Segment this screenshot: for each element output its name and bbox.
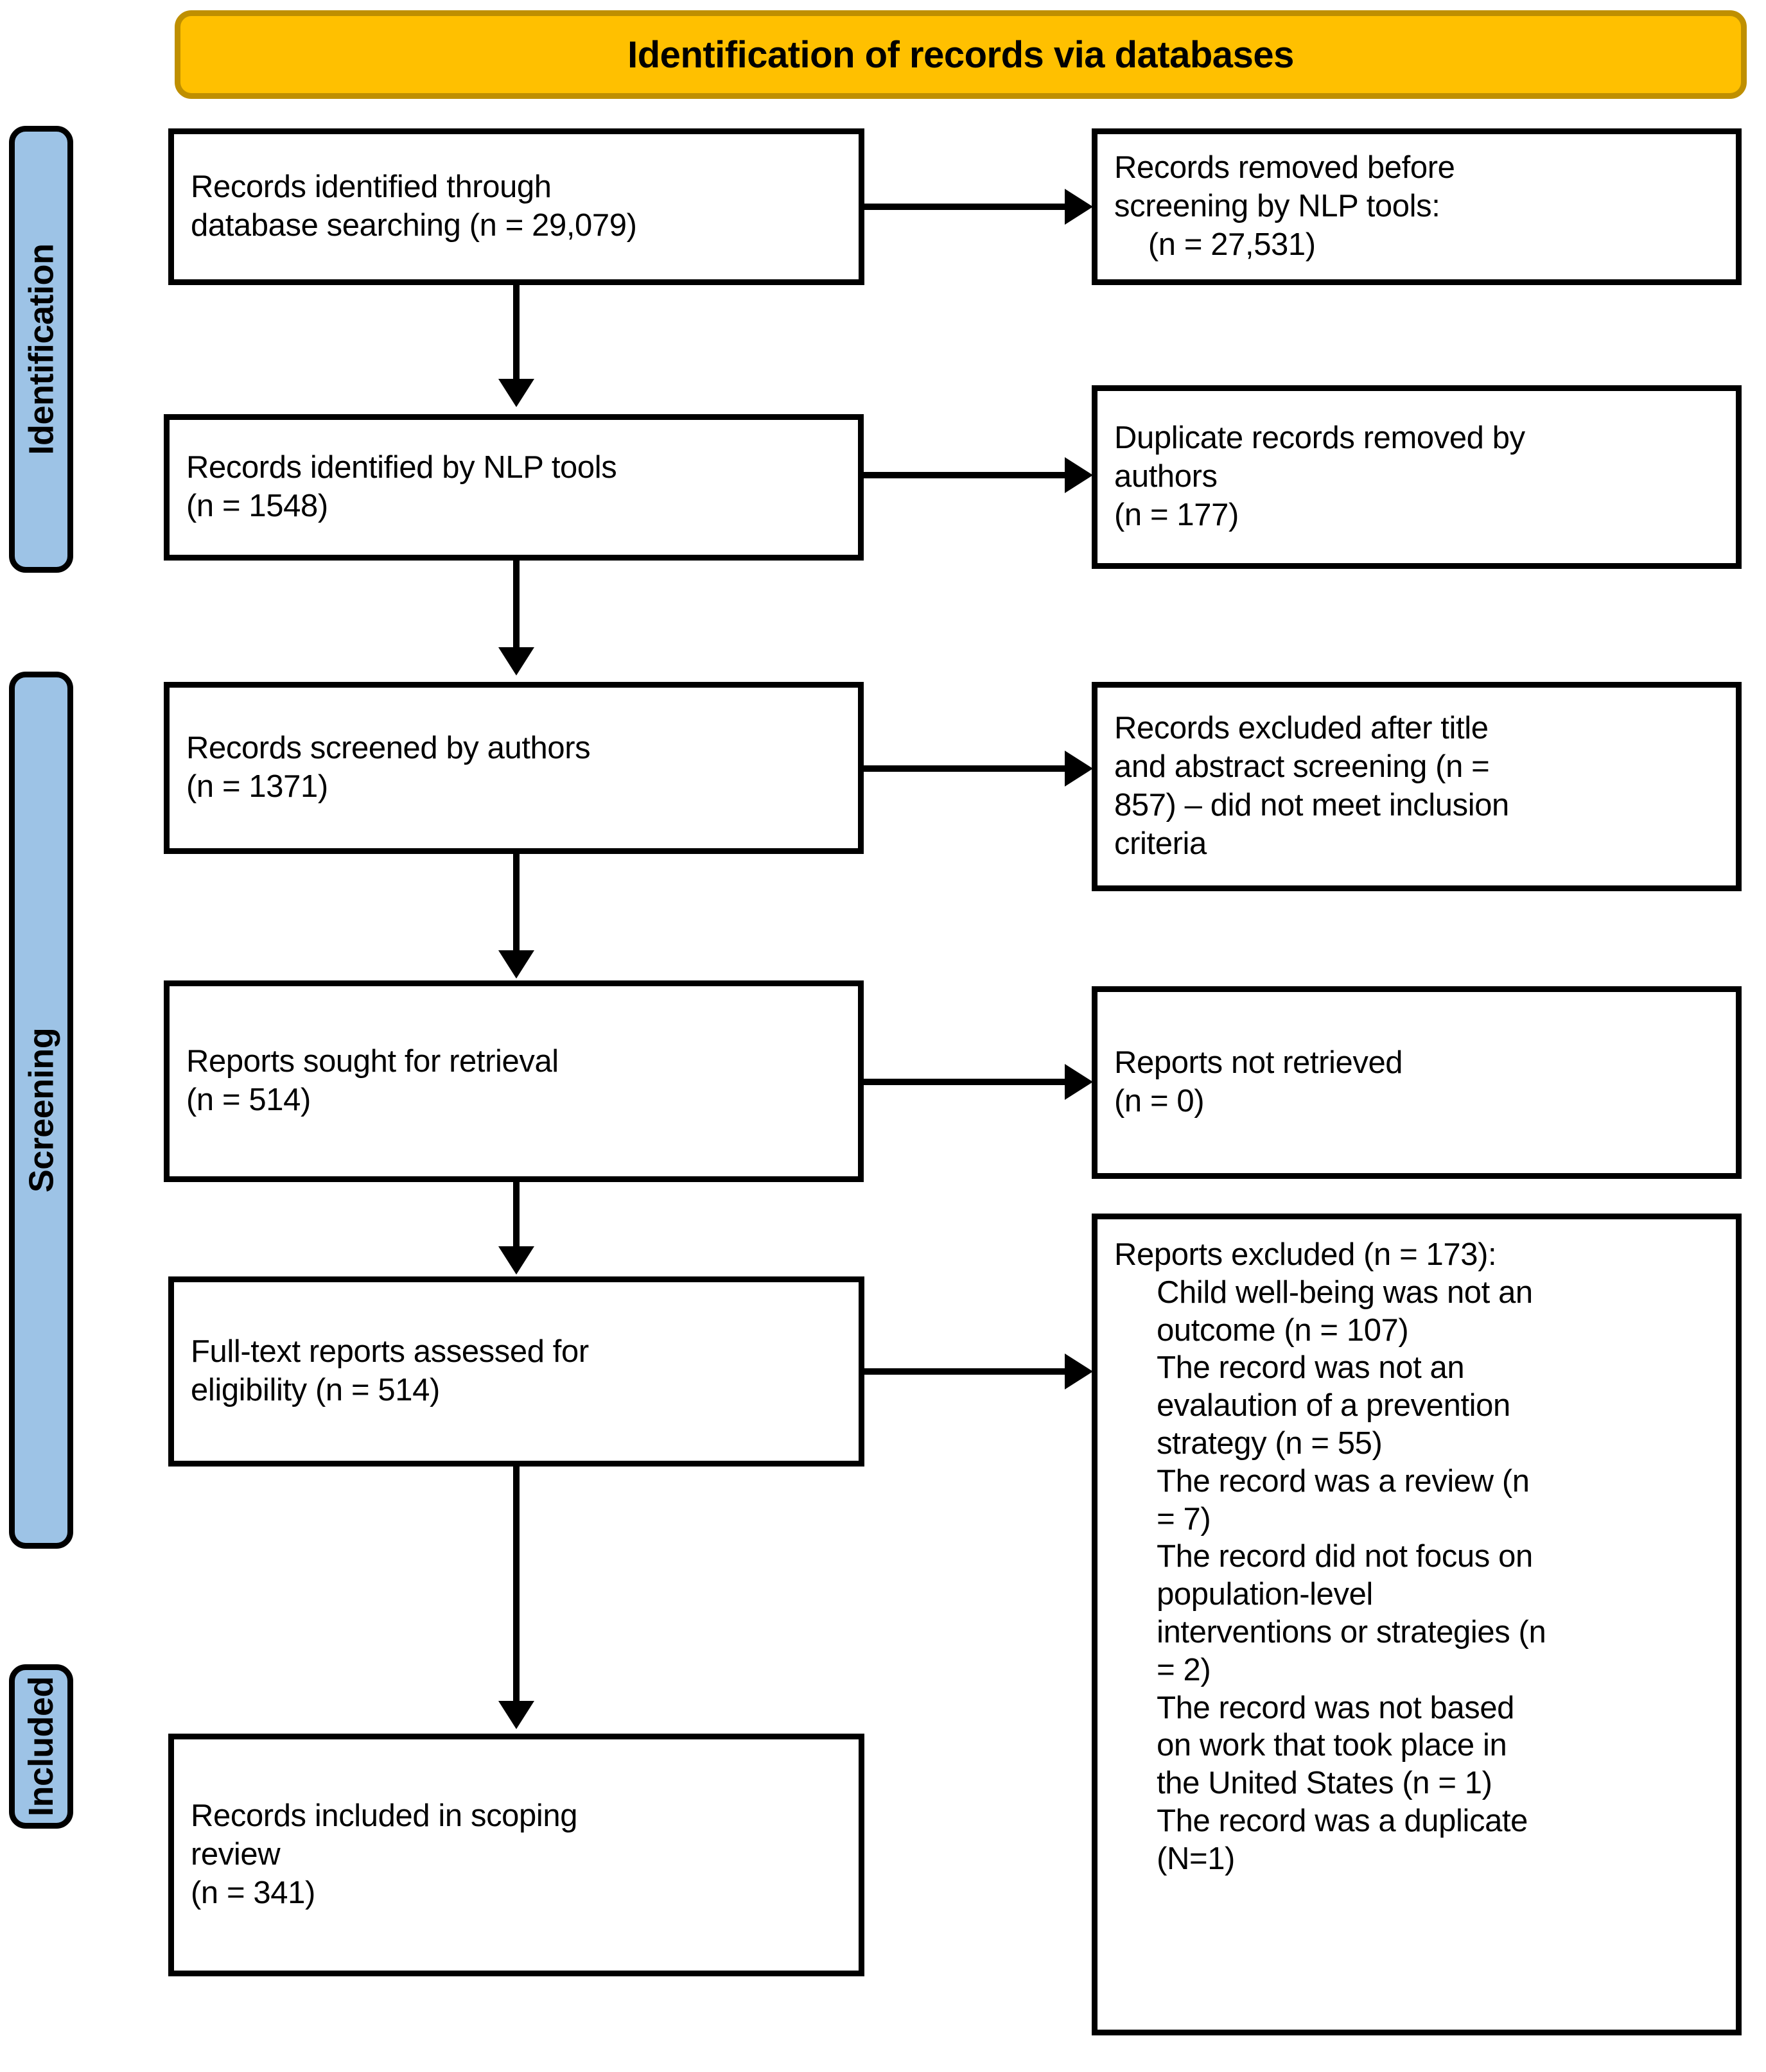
box-records-screened-by-authors-text: Records screened by authors (n = 1371) bbox=[186, 731, 591, 804]
box-reports-not-retrieved-text: Reports not retrieved (n = 0) bbox=[1114, 1045, 1403, 1119]
connector-identified-to-removed bbox=[864, 204, 1065, 210]
box-fulltext-reports-assessed: Full-text reports assessed for eligibili… bbox=[168, 1276, 864, 1467]
connector-fulltext-to-included bbox=[513, 1467, 520, 1701]
box-records-removed-before-screening: Records removed before screening by NLP … bbox=[1092, 128, 1742, 285]
stage-label-identification: Identification bbox=[9, 126, 73, 573]
connector-screened-to-sought bbox=[513, 854, 520, 950]
box-reports-excluded-reasons-text: Reports excluded (n = 173): Child well-b… bbox=[1114, 1237, 1546, 1876]
arrowhead-sought-to-fulltext bbox=[498, 1246, 534, 1275]
box-records-included-scoping-review-text: Records included in scoping review (n = … bbox=[191, 1798, 578, 1910]
arrowhead-nlp-to-duplicates bbox=[1065, 457, 1093, 493]
stage-label-identification-text: Identification bbox=[22, 243, 60, 455]
box-records-removed-before-screening-text: Records removed before screening by NLP … bbox=[1114, 150, 1455, 262]
arrowhead-fulltext-to-excluded bbox=[1065, 1354, 1093, 1389]
connector-sought-to-fulltext bbox=[513, 1182, 520, 1246]
banner-identification-via-databases: Identification of records via databases bbox=[175, 10, 1747, 99]
box-reports-sought-for-retrieval: Reports sought for retrieval (n = 514) bbox=[164, 980, 864, 1182]
stage-label-included: Included bbox=[9, 1664, 73, 1829]
arrowhead-identified-to-removed bbox=[1065, 189, 1093, 225]
arrowhead-fulltext-to-included bbox=[498, 1701, 534, 1729]
arrowhead-identified-to-nlp bbox=[498, 379, 534, 407]
arrowhead-nlp-to-screened bbox=[498, 647, 534, 675]
arrowhead-screened-to-excluded bbox=[1065, 751, 1093, 787]
box-reports-excluded-reasons: Reports excluded (n = 173): Child well-b… bbox=[1092, 1214, 1742, 2035]
connector-sought-to-not-retrieved bbox=[858, 1079, 1065, 1085]
box-reports-not-retrieved: Reports not retrieved (n = 0) bbox=[1092, 986, 1742, 1179]
connector-nlp-to-screened bbox=[513, 561, 520, 647]
connector-fulltext-to-excluded bbox=[864, 1368, 1065, 1375]
box-records-excluded-title-abstract-text: Records excluded after title and abstrac… bbox=[1114, 711, 1509, 861]
box-reports-sought-for-retrieval-text: Reports sought for retrieval (n = 514) bbox=[186, 1044, 559, 1117]
box-duplicate-records-removed-text: Duplicate records removed by authors (n … bbox=[1114, 421, 1525, 532]
arrowhead-sought-to-not-retrieved bbox=[1065, 1064, 1093, 1100]
box-records-identified-nlp-tools: Records identified by NLP tools (n = 154… bbox=[164, 414, 864, 561]
box-records-included-scoping-review: Records included in scoping review (n = … bbox=[168, 1734, 864, 1976]
box-duplicate-records-removed: Duplicate records removed by authors (n … bbox=[1092, 385, 1742, 569]
box-records-excluded-title-abstract: Records excluded after title and abstrac… bbox=[1092, 682, 1742, 891]
stage-label-included-text: Included bbox=[22, 1676, 61, 1817]
box-records-identified-database: Records identified through database sear… bbox=[168, 128, 864, 285]
connector-identified-to-nlp bbox=[513, 285, 520, 379]
connector-screened-to-excluded bbox=[858, 765, 1065, 772]
box-records-identified-database-text: Records identified through database sear… bbox=[191, 170, 637, 243]
connector-nlp-to-duplicates bbox=[858, 472, 1065, 478]
box-records-screened-by-authors: Records screened by authors (n = 1371) bbox=[164, 682, 864, 854]
stage-label-screening-text: Screening bbox=[22, 1027, 60, 1193]
banner-title: Identification of records via databases bbox=[627, 33, 1294, 76]
box-records-identified-nlp-tools-text: Records identified by NLP tools (n = 154… bbox=[186, 450, 617, 523]
arrowhead-screened-to-sought bbox=[498, 950, 534, 979]
box-fulltext-reports-assessed-text: Full-text reports assessed for eligibili… bbox=[191, 1334, 589, 1407]
stage-label-screening: Screening bbox=[9, 672, 73, 1549]
